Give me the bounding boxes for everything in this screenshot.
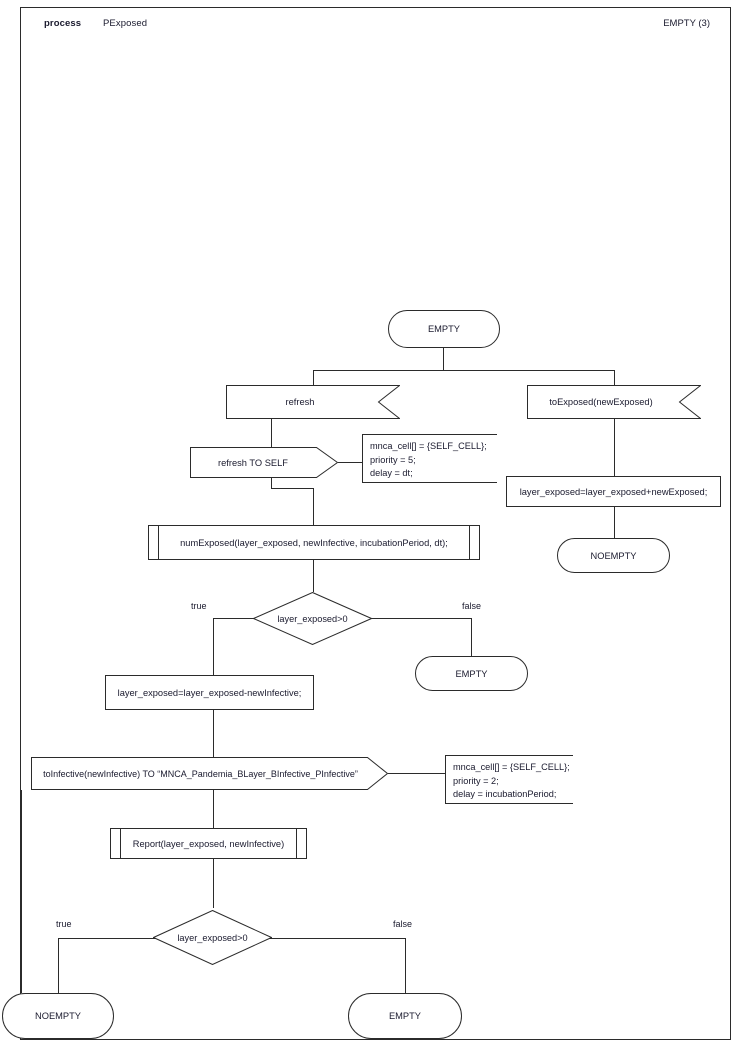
receive-signal-refresh[interactable]: refresh bbox=[226, 385, 400, 419]
connector-start-down bbox=[443, 348, 444, 370]
connector-send-jog bbox=[271, 488, 314, 489]
connector-split-right-down bbox=[614, 370, 615, 385]
state-empty-middle[interactable]: EMPTY bbox=[415, 656, 528, 691]
state-empty-bottom[interactable]: EMPTY bbox=[348, 993, 462, 1039]
procedure-call-report[interactable]: Report(layer_exposed, newInfective) bbox=[110, 828, 307, 859]
connector-d2-false-v bbox=[405, 938, 406, 993]
connector-left-rail bbox=[21, 790, 22, 993]
branch-label-false-2: false bbox=[392, 919, 414, 929]
task-add-new-exposed[interactable]: layer_exposed=layer_exposed+newExposed; bbox=[506, 476, 721, 507]
process-status: EMPTY (3) bbox=[663, 18, 710, 29]
branch-label-false-1: false bbox=[461, 601, 483, 611]
connector-task-to-noempty bbox=[614, 507, 615, 538]
connector-split-bar bbox=[313, 370, 615, 371]
connector-d1-false-v bbox=[471, 618, 472, 656]
connector-send-down-b bbox=[313, 488, 314, 525]
connector-send-down-a bbox=[271, 477, 272, 488]
process-frame bbox=[20, 7, 731, 1040]
state-noempty-right[interactable]: NOEMPTY bbox=[557, 538, 670, 573]
task-subtract-new-infective[interactable]: layer_exposed=layer_exposed-newInfective… bbox=[105, 675, 314, 710]
send-signal-refresh-to-self[interactable]: refresh TO SELF bbox=[190, 447, 338, 478]
connector-refresh-to-send bbox=[271, 418, 272, 447]
process-name: PExposed bbox=[103, 18, 148, 29]
connector-d1-true-v bbox=[213, 618, 214, 675]
connector-d2-true-h bbox=[58, 938, 173, 939]
connector-d1-false-h bbox=[352, 618, 471, 619]
connector-split-left-down bbox=[313, 370, 314, 385]
decision-layer-exposed-gt-zero-1[interactable]: layer_exposed>0 bbox=[253, 592, 372, 645]
connector-note-infective-leader bbox=[388, 773, 445, 774]
connector-d2-true-v bbox=[58, 938, 59, 993]
send-signal-to-infective[interactable]: toInfective(newInfective) TO “MNCA_Pande… bbox=[31, 757, 388, 790]
note-refresh-properties: mnca_cell[] = {SELF_CELL}; priority = 5;… bbox=[362, 434, 497, 483]
decision-layer-exposed-gt-zero-2[interactable]: layer_exposed>0 bbox=[153, 910, 272, 965]
procedure-call-num-exposed[interactable]: numExposed(layer_exposed, newInfective, … bbox=[148, 525, 480, 560]
connector-send-to-report bbox=[213, 790, 214, 828]
connector-proc-to-decision1 bbox=[313, 560, 314, 592]
branch-label-true-1: true bbox=[190, 601, 208, 611]
connector-task-to-send bbox=[213, 710, 214, 757]
connector-note-refresh-leader bbox=[338, 462, 362, 463]
connector-d2-false-h bbox=[253, 938, 405, 939]
state-noempty-bottom[interactable]: NOEMPTY bbox=[2, 993, 114, 1039]
process-keyword: process bbox=[44, 18, 82, 29]
connector-d1-true-h bbox=[213, 618, 273, 619]
connector-report-to-decision2 bbox=[213, 859, 214, 908]
state-start-empty[interactable]: EMPTY bbox=[388, 310, 500, 348]
note-infective-properties: mnca_cell[] = {SELF_CELL}; priority = 2;… bbox=[445, 755, 573, 804]
connector-toexposed-to-task bbox=[614, 418, 615, 482]
branch-label-true-2: true bbox=[55, 919, 73, 929]
receive-signal-to-exposed[interactable]: toExposed(newExposed) bbox=[527, 385, 701, 419]
